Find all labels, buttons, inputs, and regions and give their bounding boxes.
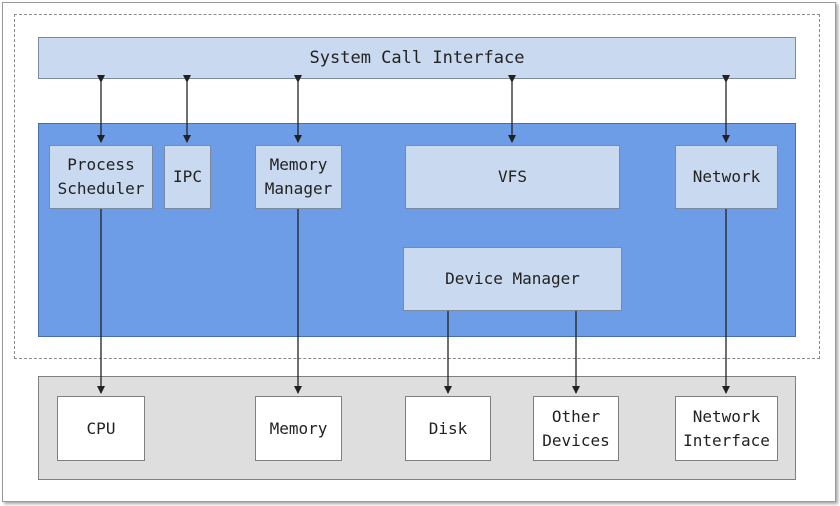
device-manager-box: Device Manager (403, 247, 622, 311)
cpu-box: CPU (57, 396, 145, 461)
system-call-interface: System Call Interface (38, 37, 796, 79)
network-box: Network (675, 145, 778, 209)
kernel-space-boundary (14, 14, 820, 359)
vfs-box: VFS (405, 145, 620, 209)
memory-box: Memory (255, 396, 342, 461)
process-scheduler-box: Process Scheduler (49, 145, 153, 209)
ipc-box: IPC (164, 145, 211, 209)
network-interface-box: Network Interface (675, 396, 778, 461)
memory-manager-box: Memory Manager (255, 145, 342, 209)
other-devices-box: Other Devices (533, 396, 619, 461)
disk-box: Disk (405, 396, 491, 461)
